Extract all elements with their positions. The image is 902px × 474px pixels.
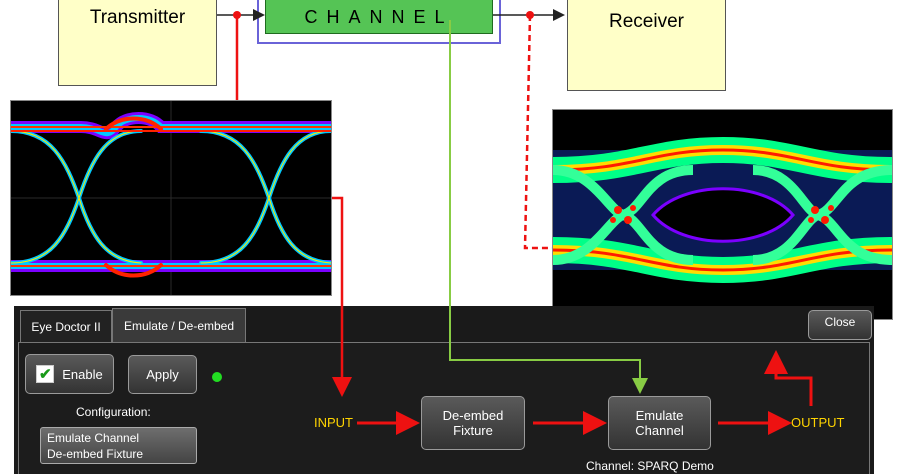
transmitter-block: Transmitter [58, 0, 217, 86]
configuration-select[interactable]: Emulate Channel De-embed Fixture [40, 427, 197, 464]
tab-emulate-deembed-label: Emulate / De-embed [123, 318, 235, 333]
close-button[interactable]: Close [808, 310, 872, 340]
eye-to-input-arrow [332, 196, 352, 397]
input-label: INPUT [314, 415, 353, 430]
channel-label: CHANNEL [304, 7, 454, 27]
receiver-block: Receiver [567, 0, 726, 91]
tab-emulate-deembed[interactable]: Emulate / De-embed [112, 308, 246, 342]
channel-name-label: Channel: SPARQ Demo [586, 459, 714, 473]
enable-label: Enable [62, 366, 103, 382]
configuration-line: Emulate Channel [47, 431, 140, 445]
rx-probe-line [523, 14, 552, 250]
status-led-icon [212, 372, 222, 382]
channel-outline [257, 0, 501, 44]
channel-to-emulate-line [449, 20, 648, 394]
output-label: OUTPUT [791, 415, 845, 430]
deembed-line: Fixture [453, 423, 493, 438]
apply-label: Apply [146, 367, 179, 382]
configuration-label: Configuration: [76, 405, 151, 419]
transmitter-label: Transmitter [89, 7, 186, 28]
tab-eye-doctor-label: Eye Doctor II [31, 319, 101, 334]
receiver-label: Receiver [609, 11, 684, 32]
apply-button[interactable]: Apply [128, 355, 197, 394]
checkmark-icon[interactable]: ✔ [36, 365, 55, 383]
enable-checkbox[interactable]: ✔ Enable [25, 354, 114, 394]
deembed-line: De-embed [442, 408, 504, 423]
receiver-eye-diagram [552, 109, 893, 320]
configuration-line: De-embed Fixture [47, 447, 144, 461]
transmitter-eye-diagram [10, 100, 332, 296]
close-label: Close [824, 315, 856, 329]
emulate-line: Emulate [635, 408, 684, 423]
tab-eye-doctor[interactable]: Eye Doctor II [20, 310, 112, 342]
channel-block: CHANNEL [265, 0, 493, 34]
emulate-line: Channel [635, 423, 684, 438]
output-up-arrow [764, 350, 813, 406]
